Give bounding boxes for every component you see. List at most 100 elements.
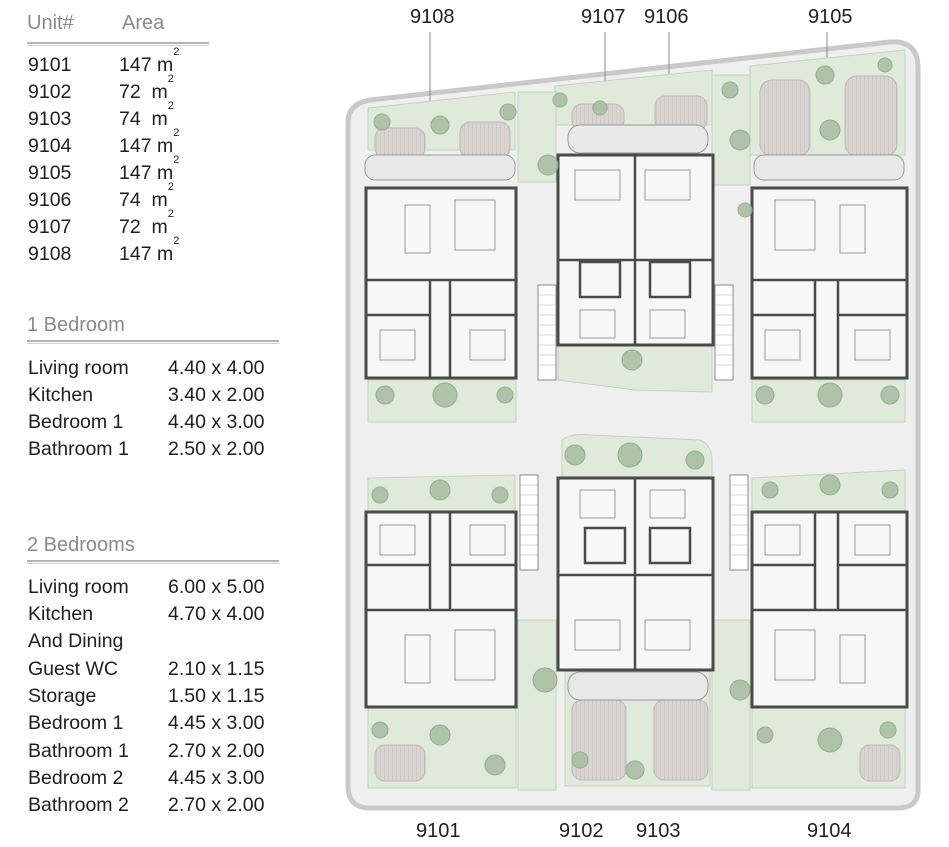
one-bedroom-rule xyxy=(27,340,279,344)
tree xyxy=(617,442,643,468)
tree xyxy=(571,751,589,769)
canopy xyxy=(364,154,516,181)
sofa xyxy=(454,629,496,681)
bed xyxy=(579,309,616,339)
two-bedrooms-title: 2 Bedrooms xyxy=(27,534,135,556)
tree xyxy=(761,481,779,499)
bed xyxy=(649,489,686,519)
garden-strip xyxy=(711,619,751,791)
tree xyxy=(755,385,775,405)
tree xyxy=(879,721,897,739)
bed xyxy=(854,329,891,361)
building-9108 xyxy=(364,186,518,380)
tree xyxy=(496,386,514,404)
tree xyxy=(484,754,506,776)
plan-label-9104: 9104 xyxy=(807,820,852,842)
tree xyxy=(429,479,451,501)
tree xyxy=(815,65,835,85)
parking-pad xyxy=(374,744,426,782)
plan-label-9102: 9102 xyxy=(559,820,604,842)
sofa xyxy=(774,629,816,681)
parking-pad xyxy=(859,744,901,782)
stair xyxy=(729,474,749,571)
tree xyxy=(429,724,451,746)
canopy xyxy=(567,671,709,701)
interior-walls xyxy=(366,155,907,670)
furniture xyxy=(379,169,891,684)
tree xyxy=(532,667,558,693)
stair-treads xyxy=(520,294,748,556)
sofa xyxy=(574,619,621,651)
dining-table xyxy=(839,634,866,684)
parking-pad xyxy=(459,121,511,159)
bed xyxy=(379,329,416,361)
trees xyxy=(371,57,900,780)
canopy xyxy=(567,124,709,154)
parking-pad xyxy=(653,699,709,781)
one-bedroom-title: 1 Bedroom xyxy=(27,314,125,336)
plan-label-9108: 9108 xyxy=(410,6,455,28)
tree xyxy=(432,382,458,408)
dining-table xyxy=(404,634,431,684)
plan-label-9105: 9105 xyxy=(808,6,853,28)
canopies xyxy=(364,124,905,701)
sofa xyxy=(644,619,691,651)
tree xyxy=(819,119,841,141)
dining-table xyxy=(404,204,431,254)
tree xyxy=(430,115,450,135)
stairs xyxy=(519,284,749,571)
garden-strip xyxy=(517,619,557,791)
bed xyxy=(469,524,506,556)
sofa xyxy=(574,169,621,201)
tree xyxy=(371,486,389,504)
plan-label-9103: 9103 xyxy=(636,820,681,842)
tree xyxy=(756,726,774,744)
plan-label-9101: 9101 xyxy=(416,820,461,842)
tree xyxy=(729,679,751,701)
stair xyxy=(714,284,734,381)
sofa xyxy=(644,169,691,201)
header-rule xyxy=(27,42,209,46)
tree xyxy=(881,481,899,499)
stair xyxy=(537,284,557,381)
tree xyxy=(685,450,705,470)
bed xyxy=(579,489,616,519)
sofa xyxy=(774,199,816,251)
tree xyxy=(621,349,643,371)
parking-pad xyxy=(759,79,811,157)
tree xyxy=(564,444,586,466)
building-9105 xyxy=(750,186,909,380)
plan-label-9107: 9107 xyxy=(581,6,626,28)
tree xyxy=(721,81,739,99)
tree xyxy=(729,129,751,151)
tree xyxy=(817,727,843,753)
bed xyxy=(764,524,801,556)
canopy xyxy=(753,154,905,181)
bed xyxy=(649,309,686,339)
tree xyxy=(877,57,893,73)
tree xyxy=(737,202,753,218)
parking-pad xyxy=(374,127,426,159)
tree xyxy=(552,92,568,108)
bed xyxy=(764,329,801,361)
two-bedrooms-rule xyxy=(27,560,279,564)
header-unit: Unit# xyxy=(27,12,74,34)
bed xyxy=(379,524,416,556)
bed xyxy=(854,524,891,556)
plan-label-9106: 9106 xyxy=(644,6,689,28)
header-area: Area xyxy=(122,12,165,34)
sofa xyxy=(454,199,496,251)
dining-table xyxy=(839,204,866,254)
bed xyxy=(469,329,506,361)
stair xyxy=(519,474,539,571)
tree xyxy=(625,760,645,780)
tree xyxy=(817,382,843,408)
tree xyxy=(880,385,900,405)
tree xyxy=(373,113,391,131)
tree xyxy=(375,385,395,405)
parking-pad xyxy=(844,75,898,157)
tree xyxy=(371,721,389,739)
tree xyxy=(491,486,509,504)
